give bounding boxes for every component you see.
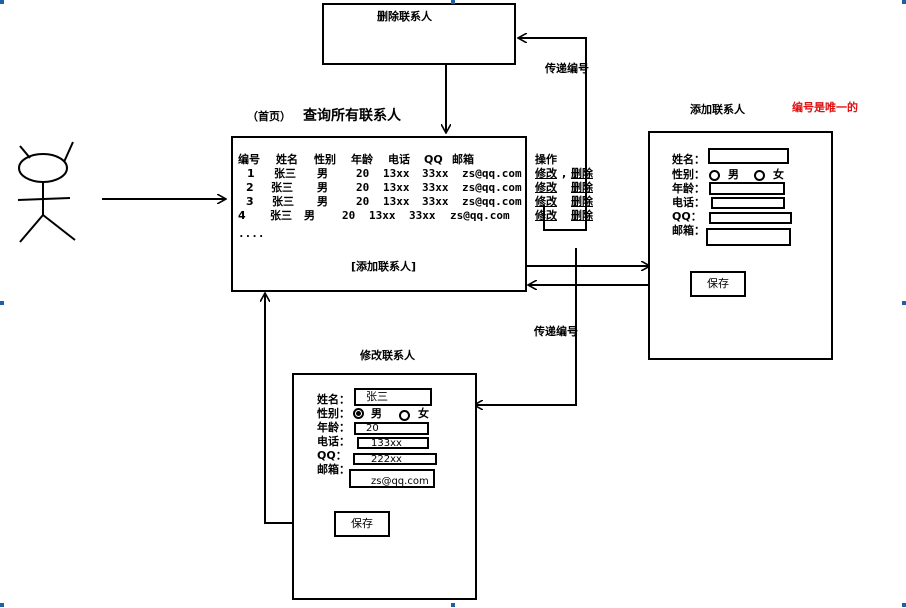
selection-handle [0,603,4,607]
edit-radio-male[interactable] [353,408,364,419]
row-gender: 男 [317,181,328,194]
edit-link[interactable]: 修改 [535,181,557,194]
selection-handle [451,0,455,4]
row-gender: 男 [317,195,328,208]
edit-radio-female[interactable] [399,410,410,421]
header-age: 年龄 [351,153,373,166]
add-form-title: 添加联系人 [690,103,745,116]
row-qq: 33xx [409,209,436,222]
contact-list-box [231,136,527,292]
selection-handle [902,603,906,607]
row-gender: 男 [317,167,328,180]
edit-link[interactable]: 修改 [535,195,557,208]
add-age-input[interactable] [709,182,785,195]
row-id: 1 [247,167,255,180]
row-name: 张三 [272,195,294,208]
row-qq: 33xx [422,167,449,180]
add-email-input[interactable] [706,228,791,246]
edit-phone-input[interactable]: 133xx [357,437,429,449]
edit-qq-input[interactable]: 222xx [353,453,437,465]
edit-label-qq: QQ： [317,449,347,462]
row-name: 张三 [271,181,293,194]
delete-link[interactable]: 删除 [571,167,593,180]
header-phone: 电话 [388,153,410,166]
edit-name-input[interactable]: 张三 [354,388,432,406]
row-age: 20 [356,181,370,194]
edit-label-phone: 电话： [317,435,350,448]
header-qq: QQ [424,153,443,166]
row-phone: 13xx [383,167,410,180]
delete-contact-title: 删除联系人 [377,10,432,23]
header-name: 姓名 [276,153,298,166]
add-label-email: 邮箱： [672,224,705,237]
row-email: zs@qq.com [462,195,522,208]
actor-icon [17,141,76,243]
edit-female-label: 女 [418,407,429,420]
add-label-gender: 性别： [672,168,705,181]
add-save-button[interactable]: 保存 [690,271,746,297]
row-phone: 13xx [383,195,410,208]
header-gender: 性别 [314,153,336,166]
delete-link[interactable]: 删除 [571,181,593,194]
list-page-title: 查询所有联系人 [303,108,401,124]
pass-id-label-bottom: 传递编号 [534,325,578,338]
edit-label-email: 邮箱： [317,463,350,476]
row-email: zs@qq.com [462,181,522,194]
add-qq-input[interactable] [709,212,792,224]
edit-link[interactable]: 修改 [535,167,557,180]
list-ellipsis: .... [238,227,265,240]
row-email: zs@qq.com [462,167,522,180]
row-qq: 33xx [422,181,449,194]
row-email: zs@qq.com [450,209,510,222]
row-gender: 男 [304,209,315,222]
row-qq: 33xx [422,195,449,208]
add-male-label: 男 [728,168,739,181]
edit-age-input[interactable]: 20 [354,422,429,435]
add-label-qq: QQ： [672,210,702,223]
row-name: 张三 [270,209,292,222]
delete-link[interactable]: 删除 [571,195,593,208]
add-label-age: 年龄： [672,182,705,195]
add-female-label: 女 [773,168,784,181]
row-phone: 13xx [383,181,410,194]
edit-label-age: 年龄： [317,421,350,434]
add-phone-input[interactable] [711,197,785,209]
edit-male-label: 男 [371,407,382,420]
edit-form-title: 修改联系人 [360,349,415,362]
row-age: 20 [356,167,370,180]
add-contact-link[interactable]: [添加联系人] [351,260,417,273]
row-id: 4 [238,209,246,222]
header-id: 编号 [238,153,260,166]
row-age: 20 [356,195,370,208]
add-label-name: 姓名： [672,153,705,166]
edit-label-gender: 性别： [317,407,350,420]
edit-save-button[interactable]: 保存 [334,511,390,537]
selection-handle [902,0,906,4]
pass-id-label-top: 传递编号 [545,62,589,75]
row-name: 张三 [274,167,296,180]
header-email: 邮箱 [452,153,474,166]
selection-handle [0,0,4,4]
row-age: 20 [342,209,356,222]
edit-link[interactable]: 修改 [535,209,557,222]
unique-id-note: 编号是唯一的 [792,101,858,114]
edit-label-name: 姓名： [317,393,350,406]
add-name-input[interactable] [708,148,789,164]
selection-handle [902,301,906,305]
home-label: （首页） [247,110,291,123]
add-radio-male[interactable] [709,170,720,181]
ops-separator: , [562,167,567,180]
selection-handle [0,301,4,305]
delete-link[interactable]: 删除 [571,209,593,222]
row-id: 2 [246,181,254,194]
add-label-phone: 电话： [672,196,705,209]
delete-contact-box [322,3,516,65]
row-phone: 13xx [369,209,396,222]
row-id: 3 [246,195,254,208]
ops-header: 操作 [535,153,557,166]
edit-email-input[interactable]: zs@qq.com [349,469,435,488]
add-radio-female[interactable] [754,170,765,181]
selection-handle [451,603,455,607]
